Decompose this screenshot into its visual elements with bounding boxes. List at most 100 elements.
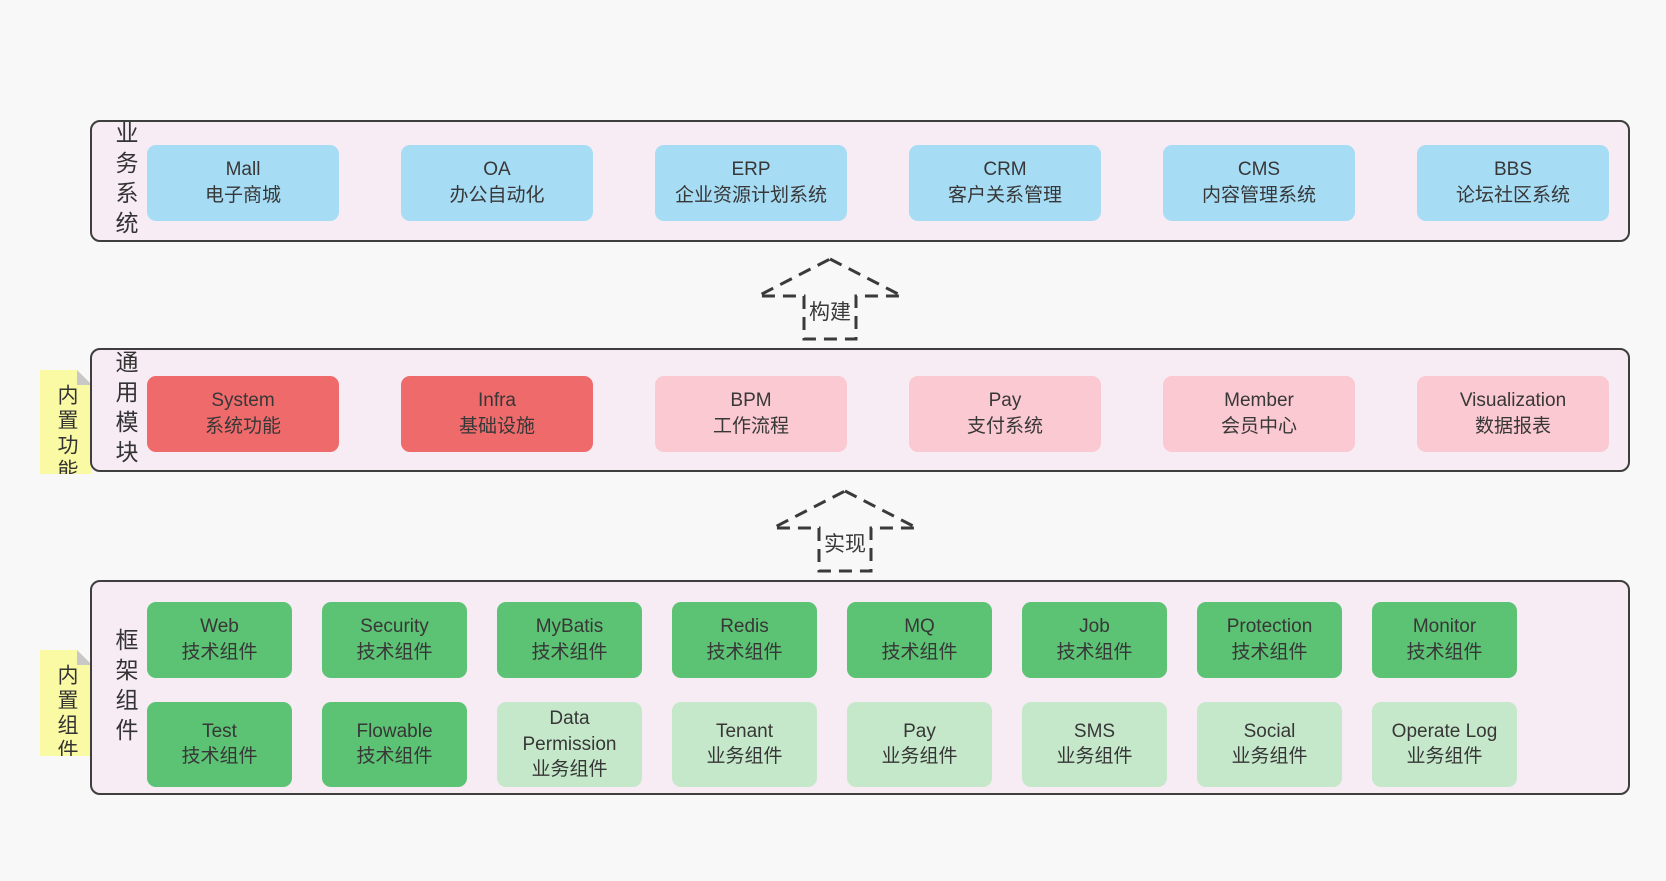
box-title-en: Security [360,616,429,638]
component-box-flowable: Flowable 技术组件 [322,702,467,787]
component-box-security: Security 技术组件 [322,602,467,678]
component-box-tenant: Tenant 业务组件 [672,702,817,787]
box-subtitle-zh: 会员中心 [1220,416,1297,437]
box-subtitle-zh: 技术组件 [181,746,258,768]
box-subtitle-zh: 系统功能 [204,416,281,437]
box-row: System 系统功能 Infra 基础设施 BPM 工作流程 Pay 支付系统 Member 会… [147,376,1609,452]
component-box-system: System 系统功能 [147,376,339,452]
dashed-up-arrow-icon [757,257,903,341]
component-box-bpm: BPM 工作流程 [655,376,847,452]
box-title-en: Operate Log [1391,720,1498,742]
box-subtitle-zh: 基础设施 [458,416,535,437]
box-title-en: Job [1079,616,1110,638]
box-title-en: Protection [1226,616,1313,638]
box-title-en: SMS [1073,720,1116,742]
layer-title: 业务系统 [112,121,138,241]
box-title-en: MQ [904,616,935,638]
sticky-note-built-in-features: 内置功能 [40,370,92,474]
box-title-en: MyBatis [535,616,604,638]
box-title-en: ERP [731,159,771,181]
component-box-crm: CRM 客户关系管理 [909,145,1101,221]
component-box-erp: ERP 企业资源计划系统 [655,145,847,221]
box-subtitle-zh: 技术组件 [706,642,783,663]
sticky-note-label: 内置组件 [55,664,78,764]
box-title-en: Flowable [356,720,433,742]
component-box-pay: Pay 支付系统 [909,376,1101,452]
box-title-en: System [211,390,275,412]
box-subtitle-zh: 工作流程 [712,416,789,437]
component-box-pay: Pay 业务组件 [847,702,992,787]
box-title-en: Pay [903,720,936,742]
component-box-test: Test 技术组件 [147,702,292,787]
component-box-monitor: Monitor 技术组件 [1372,602,1517,678]
box-subtitle-zh: 电子商城 [204,185,281,206]
box-subtitle-zh: 论坛社区系统 [1455,185,1570,206]
box-title-en: OA [483,159,511,181]
layer-title: 框架组件 [112,627,138,748]
component-box-data-permission: Data Permission 业务组件 [497,702,642,787]
component-box-redis: Redis 技术组件 [672,602,817,678]
box-subtitle-zh: 业务组件 [531,759,608,781]
component-box-social: Social 业务组件 [1197,702,1342,787]
layer-common-modules: 通用模块 System 系统功能 Infra 基础设施 BPM 工作流程 Pay 支付系统 Me… [90,348,1630,472]
box-title-en: BBS [1493,159,1533,181]
box-title-en: Web [200,616,239,638]
box-title-en: Pay [988,390,1022,412]
box-subtitle-zh: 客户关系管理 [947,185,1062,206]
box-subtitle-zh: 技术组件 [1056,642,1133,663]
sticky-note-label: 内置功能 [55,384,78,484]
box-subtitle-zh: 技术组件 [531,642,608,663]
component-box-bbs: BBS 论坛社区系统 [1417,145,1609,221]
box-subtitle-zh: 技术组件 [881,642,958,663]
layer-title: 通用模块 [112,350,138,470]
box-subtitle-zh: 企业资源计划系统 [674,185,827,206]
component-box-mall: Mall 电子商城 [147,145,339,221]
box-subtitle-zh: 技术组件 [356,746,433,768]
box-title-en: Tenant [715,720,774,742]
box-subtitle-zh: 业务组件 [706,746,783,768]
box-subtitle-zh: 技术组件 [181,642,258,663]
component-box-job: Job 技术组件 [1022,602,1167,678]
arrow-label: 构建 [806,296,854,326]
box-subtitle-zh: 支付系统 [966,416,1043,437]
box-subtitle-zh: 业务组件 [1406,746,1483,768]
box-subtitle-zh: 业务组件 [1231,746,1308,768]
box-title-en: Monitor [1412,616,1477,638]
box-title-en: CMS [1237,159,1281,181]
sticky-note-built-in-components: 内置组件 [40,650,92,756]
component-box-operate-log: Operate Log 业务组件 [1372,702,1517,787]
box-subtitle-zh: 技术组件 [1406,642,1483,663]
box-title-en: Social [1243,720,1296,742]
component-box-web: Web 技术组件 [147,602,292,678]
box-subtitle-zh: 技术组件 [356,642,433,663]
dashed-up-arrow-icon [772,489,918,573]
box-title-en: CRM [983,159,1027,181]
component-box-cms: CMS 内容管理系统 [1163,145,1355,221]
arrow-label: 实现 [821,528,869,558]
component-box-member: Member 会员中心 [1163,376,1355,452]
implement-arrow: 实现 [770,488,920,574]
box-title-en: Infra [477,390,517,412]
box-title-en: Test [202,720,237,742]
box-title-en: Redis [720,616,769,638]
component-box-mybatis: MyBatis 技术组件 [497,602,642,678]
box-subtitle-zh: 内容管理系统 [1201,185,1316,206]
box-title-en: Member [1224,390,1294,412]
box-subtitle-zh: 业务组件 [881,746,958,768]
box-title-en: Data Permission [522,708,617,755]
build-arrow: 构建 [755,256,905,342]
box-subtitle-zh: 数据报表 [1474,416,1551,437]
box-title-en: BPM [730,390,772,412]
component-box-mq: MQ 技术组件 [847,602,992,678]
box-title-en: Mall [225,159,261,181]
